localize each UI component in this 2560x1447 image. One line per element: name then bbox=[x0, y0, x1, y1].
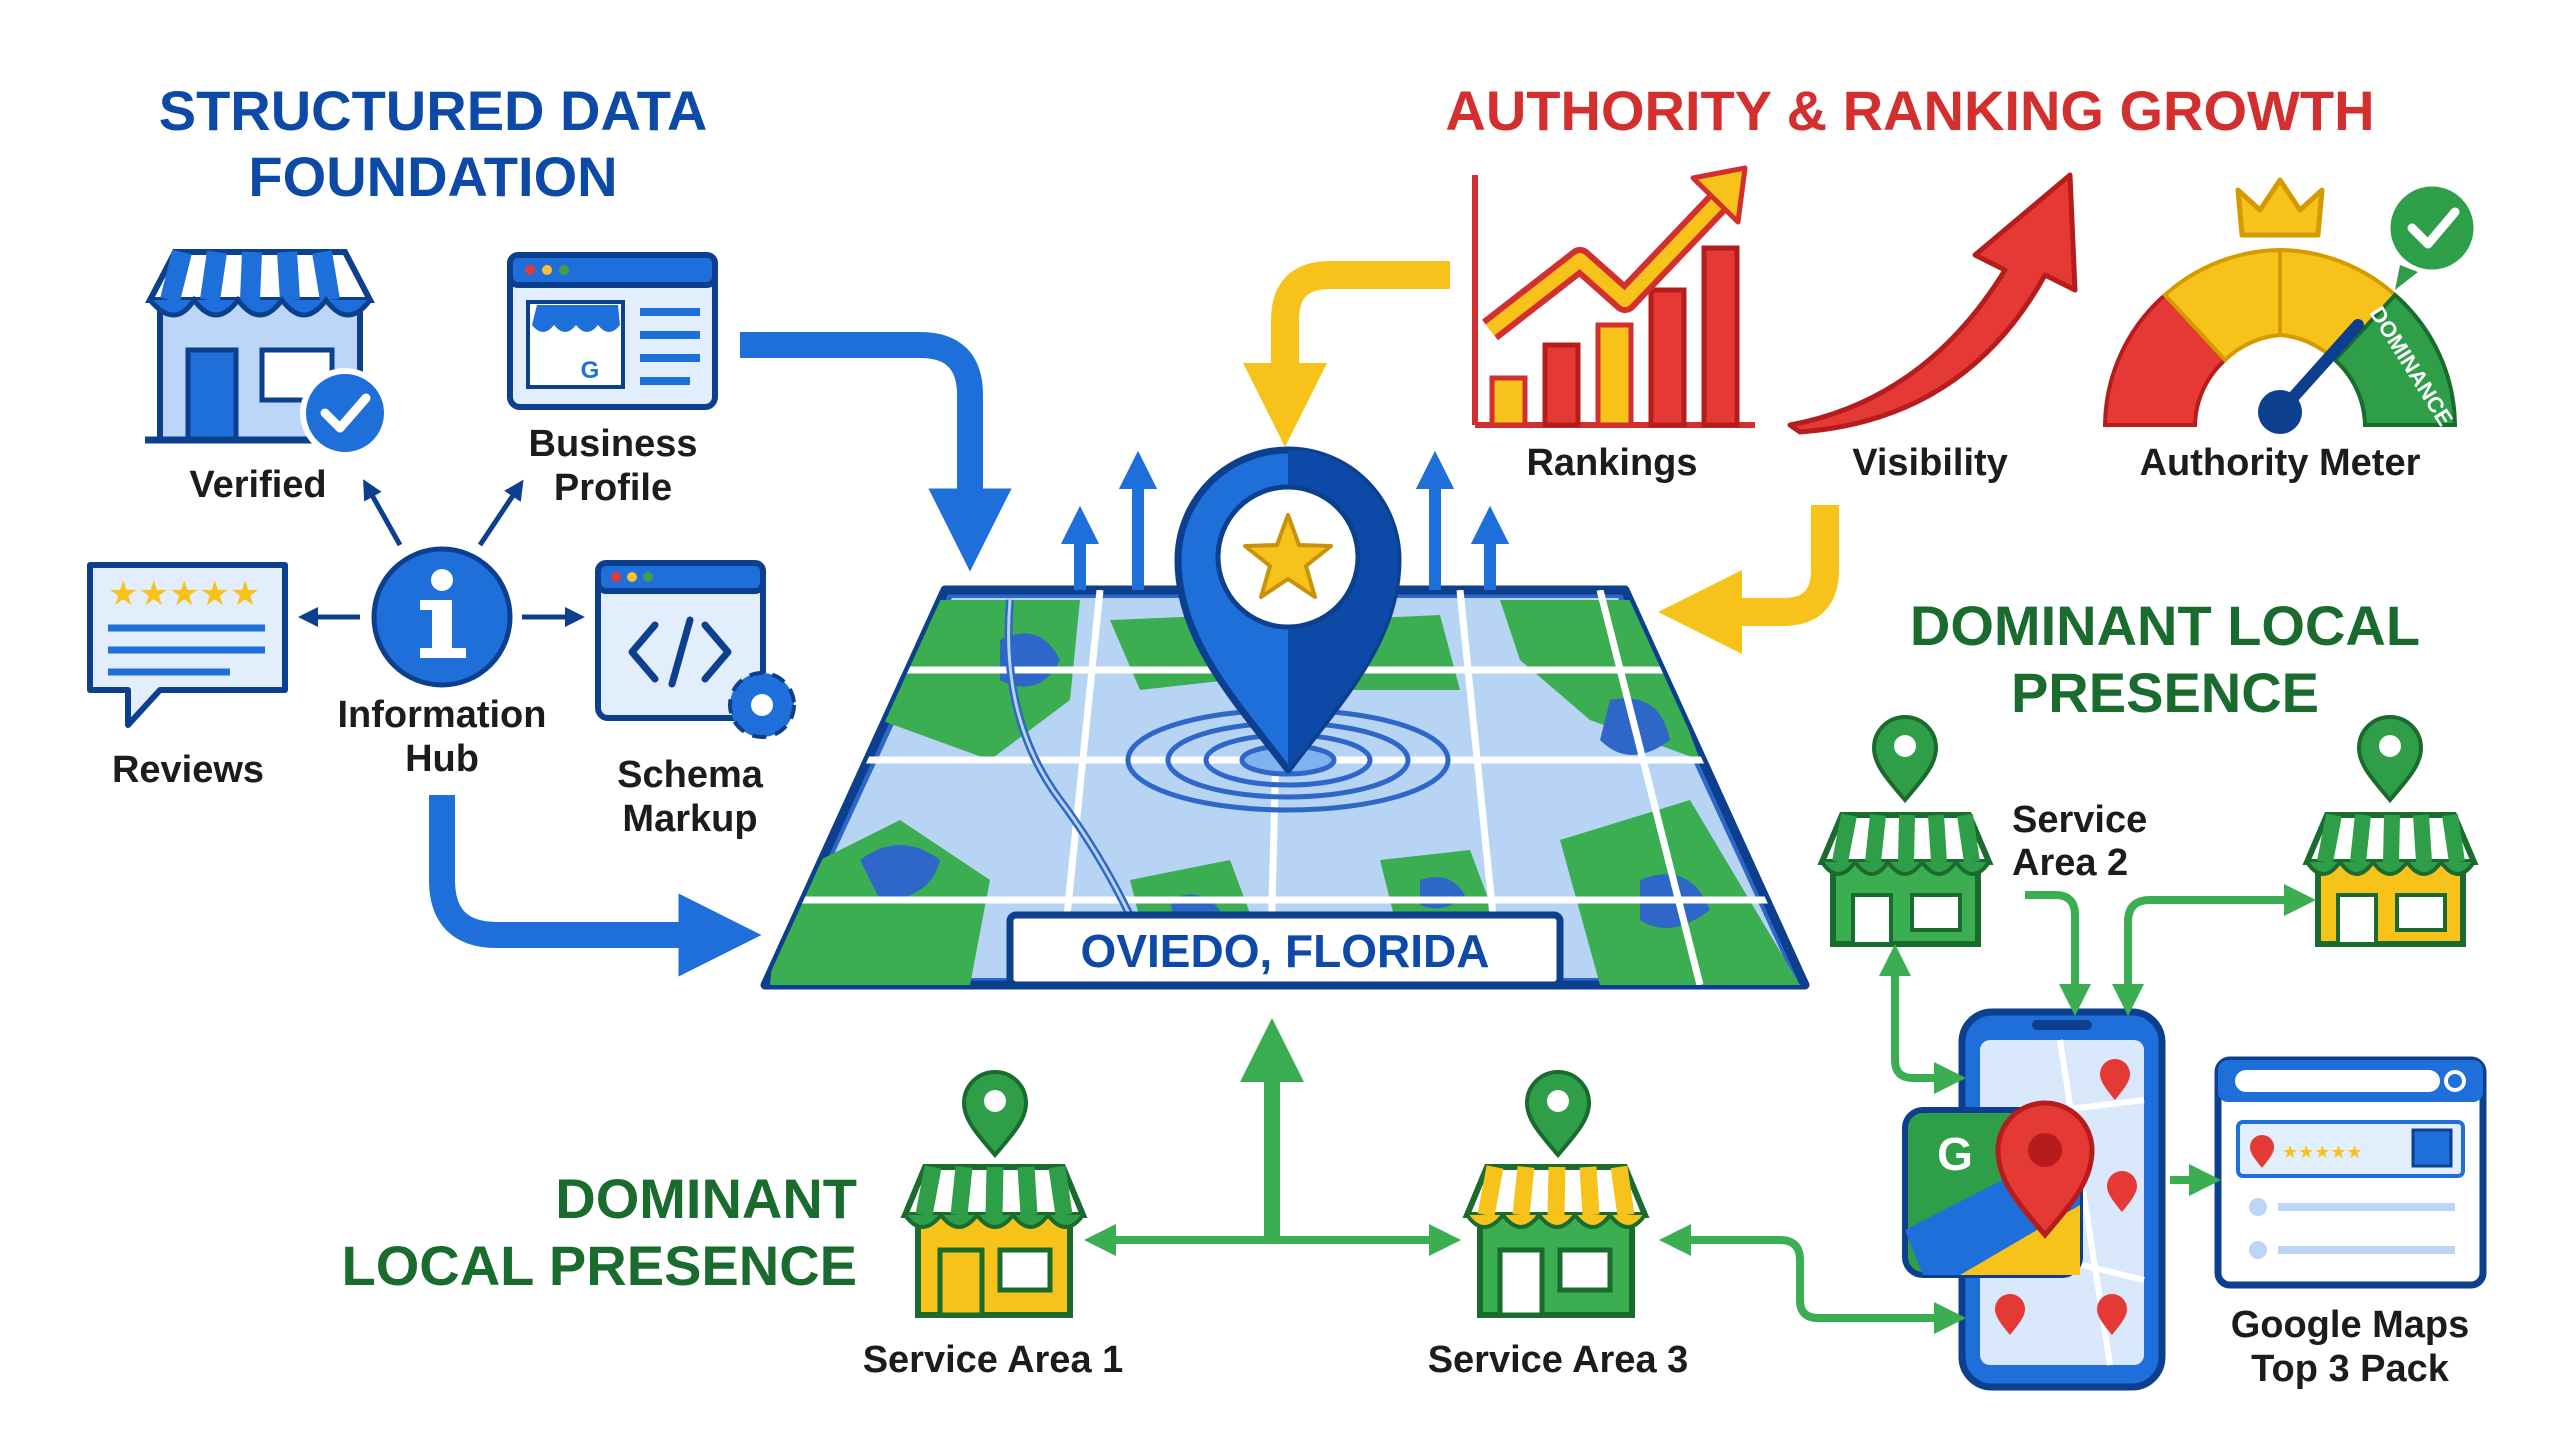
dominant-presence-right-title: DOMINANT LOCAL bbox=[1910, 594, 2420, 657]
verified-label: Verified bbox=[189, 464, 326, 506]
hub-connectors bbox=[298, 479, 585, 627]
authority-meter-gauge-icon: DOMINANCE bbox=[2102, 247, 2458, 434]
top-3-pack-browser-icon: ★★★★★ bbox=[2214, 1056, 2487, 1289]
city-label: OVIEDO, FLORIDA bbox=[1081, 925, 1490, 977]
business-profile-label-line2: Profile bbox=[554, 467, 672, 509]
crown-icon bbox=[2235, 177, 2325, 238]
business-profile-label: Business bbox=[529, 423, 698, 465]
checkmark-bubble-icon bbox=[2385, 181, 2479, 290]
verified-store-icon bbox=[145, 249, 375, 444]
business-profile-icon: G bbox=[507, 252, 718, 410]
information-hub-label-line2: Hub bbox=[405, 738, 479, 780]
service-area-2-pin-icon bbox=[1871, 715, 1939, 804]
profile-to-map-arrow bbox=[740, 332, 1012, 572]
service-area-connectors bbox=[1084, 1018, 1966, 1334]
city-label-box: OVIEDO, FLORIDA bbox=[1006, 911, 1564, 989]
growth-to-map-arrow bbox=[1243, 261, 1450, 447]
service-area-1-store-icon bbox=[900, 1164, 1088, 1318]
gear-icon bbox=[728, 671, 796, 739]
service-area-1-label: Service Area 1 bbox=[863, 1339, 1124, 1381]
google-maps-label: Google Maps bbox=[2231, 1304, 2470, 1346]
google-maps-red-pin-icon bbox=[1995, 1100, 2095, 1239]
information-hub-icon bbox=[371, 546, 513, 688]
dominant-presence-right-title-line2: PRESENCE bbox=[2011, 661, 2319, 724]
visibility-to-map-arrow bbox=[1658, 505, 1839, 654]
service-area-1-pin-icon bbox=[961, 1070, 1029, 1159]
service-area-2-label: Service bbox=[2012, 799, 2147, 841]
visibility-arrow-icon bbox=[1787, 172, 2078, 435]
review-stars-icon: ★★★★★ bbox=[108, 575, 260, 613]
yellow-store-icon bbox=[2302, 812, 2479, 947]
service-area-3-label: Service Area 3 bbox=[1428, 1339, 1689, 1381]
schema-markup-icon bbox=[595, 560, 766, 721]
competitor-pin-icon bbox=[2356, 715, 2424, 804]
visibility-label: Visibility bbox=[1852, 442, 2008, 484]
top-pack-stars-icon: ★★★★★ bbox=[2282, 1142, 2363, 1162]
star-location-pin-icon bbox=[1174, 446, 1402, 774]
dominant-presence-left-title: DOMINANT bbox=[555, 1167, 857, 1230]
service-area-2-label-line2: Area 2 bbox=[2012, 842, 2128, 884]
business-profile-g-letter: G bbox=[581, 357, 600, 384]
structured-data-title: STRUCTURED DATA bbox=[159, 79, 708, 142]
hub-to-map-arrow bbox=[429, 795, 762, 977]
information-hub-label: Information bbox=[338, 694, 547, 736]
service-area-3-store-icon bbox=[1462, 1164, 1650, 1318]
authority-growth-title: AUTHORITY & RANKING GROWTH bbox=[1445, 79, 2374, 142]
dominant-presence-left-title-line2: LOCAL PRESENCE bbox=[342, 1234, 857, 1297]
rankings-label: Rankings bbox=[1526, 442, 1697, 484]
google-maps-label-line2: Top 3 Pack bbox=[2251, 1348, 2450, 1390]
service-area-2-store-icon bbox=[1817, 812, 1994, 947]
reviews-icon: ★★★★★ bbox=[87, 562, 288, 728]
oviedo-map bbox=[760, 585, 1810, 990]
upward-growth-arrows bbox=[1060, 450, 1510, 590]
schema-markup-label-line2: Markup bbox=[622, 798, 757, 840]
google-g-letter: G bbox=[1937, 1128, 1973, 1180]
service-area-3-pin-icon bbox=[1524, 1070, 1592, 1159]
authority-meter-label: Authority Meter bbox=[2140, 442, 2421, 484]
rankings-chart-icon bbox=[1472, 165, 1755, 428]
right-presence-connectors bbox=[1879, 884, 2316, 1196]
reviews-label: Reviews bbox=[112, 749, 264, 791]
schema-markup-label: Schema bbox=[617, 754, 764, 796]
structured-data-title-line2: FOUNDATION bbox=[248, 145, 617, 208]
verified-badge-icon bbox=[300, 368, 390, 458]
